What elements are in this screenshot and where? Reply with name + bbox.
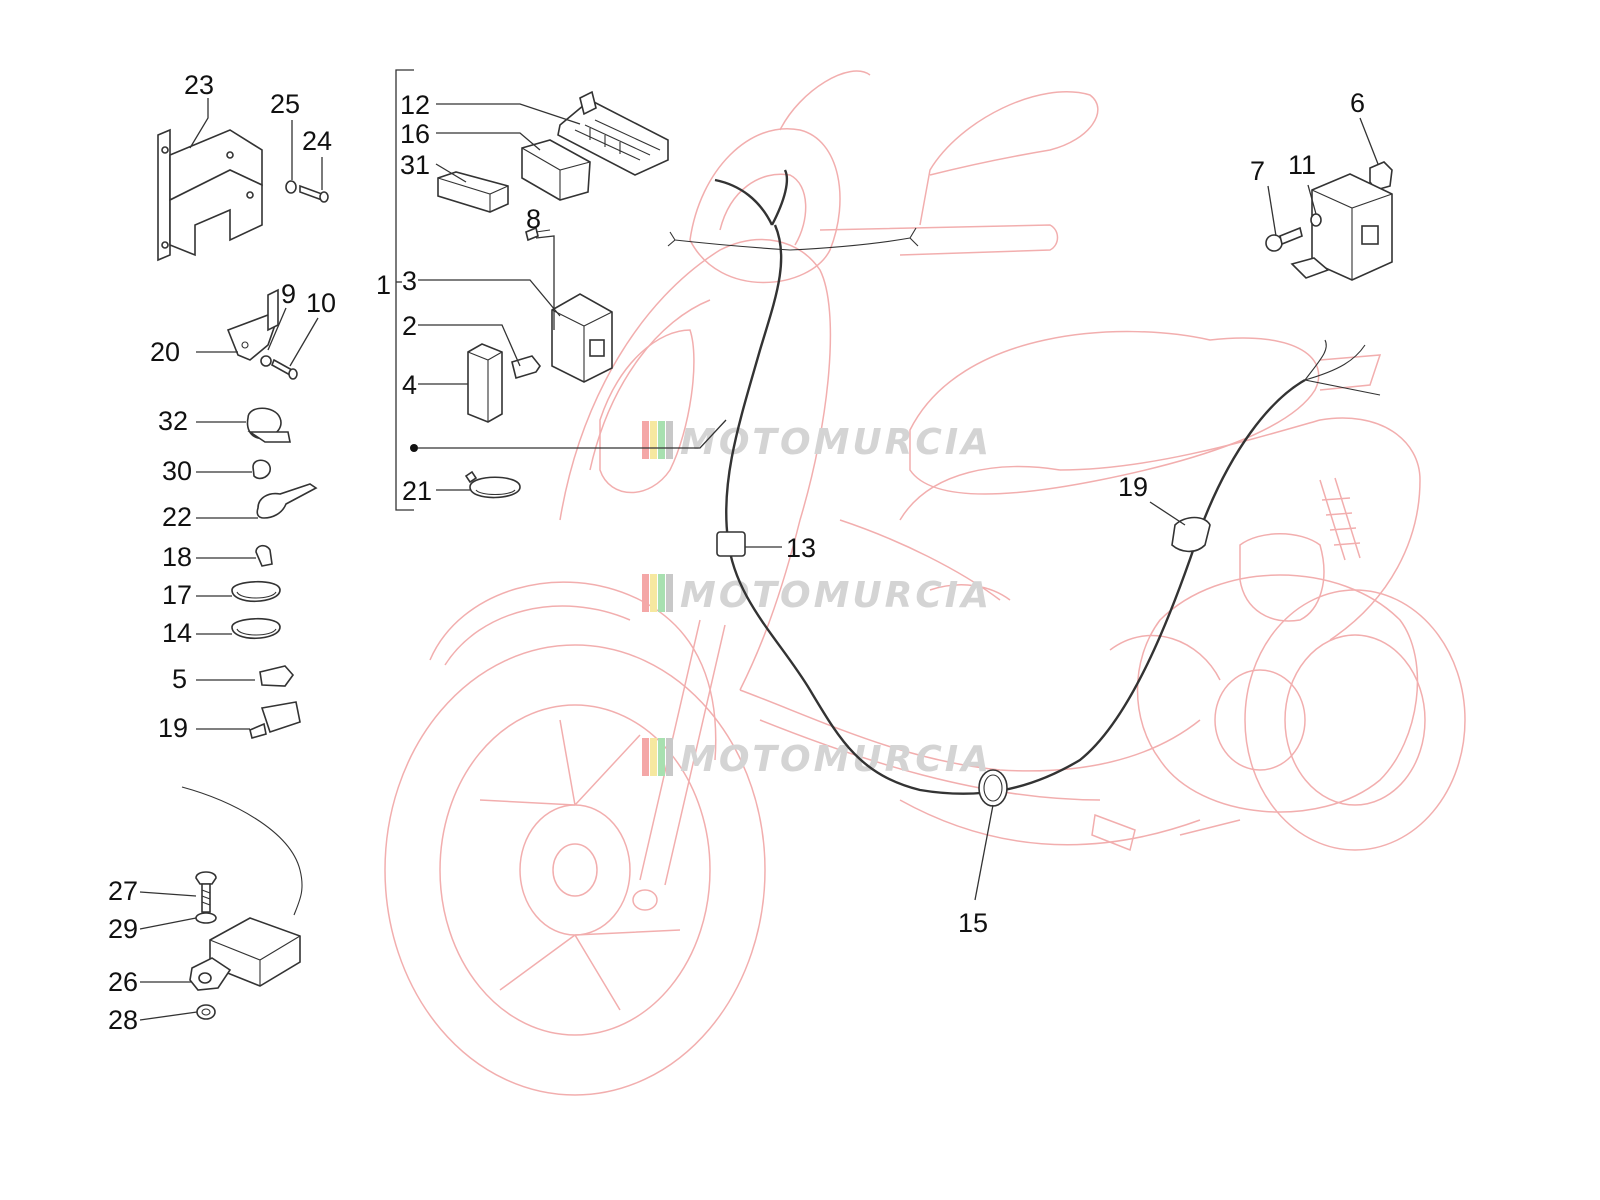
- part-2-connector: [511, 355, 541, 380]
- watermark-top: MOTOMURCIA: [642, 421, 992, 463]
- callout-11: 11: [1288, 150, 1316, 180]
- watermark-text: MOTOMURCIA: [680, 739, 992, 780]
- callout-23: 23: [184, 70, 214, 100]
- callout-1: 1: [376, 270, 391, 300]
- callout-19-left: 19: [158, 713, 188, 743]
- part-24-bolt: [299, 184, 329, 203]
- part-21-cable-tie: [464, 470, 521, 499]
- part-3-control-unit: [551, 293, 613, 383]
- callout-26: 26: [108, 967, 138, 997]
- part-9-washer: [260, 355, 272, 367]
- callout-7: 7: [1250, 156, 1265, 186]
- part-27-bolt: [195, 871, 217, 913]
- part-5-clip: [259, 665, 295, 687]
- part-8-screw: [525, 226, 551, 242]
- callout-9: 9: [281, 279, 296, 309]
- part-25-washer: [285, 180, 297, 194]
- leader-lines: [139, 98, 1379, 1021]
- part-12-fuse-box: [557, 90, 669, 176]
- callout-12: 12: [400, 90, 430, 120]
- callout-labels: 23 25 24 9 10 20 32 30 22 18 17 14 5 19 …: [108, 70, 1365, 1035]
- callout-22: 22: [162, 502, 192, 532]
- part-32-clamp: [246, 407, 291, 443]
- callout-8: 8: [526, 204, 541, 234]
- part-11-washer: [1310, 213, 1322, 227]
- callout-30: 30: [162, 456, 192, 486]
- callout-14: 14: [162, 618, 192, 648]
- part-6-box: [1311, 173, 1393, 281]
- watermark-middle: MOTOMURCIA: [642, 574, 992, 616]
- part-30-clip: [252, 459, 271, 480]
- callout-24: 24: [302, 126, 332, 156]
- part-28-nut: [196, 1004, 216, 1020]
- callout-3: 3: [402, 266, 417, 296]
- part-14-cable-tie: [231, 617, 281, 639]
- callout-13: 13: [786, 533, 816, 563]
- callout-27: 27: [108, 876, 138, 906]
- callout-15: 15: [958, 908, 988, 938]
- watermark-bottom: MOTOMURCIA: [642, 738, 992, 780]
- sensor-cable: [181, 786, 303, 916]
- part-16-fuse: [521, 139, 591, 201]
- callout-28: 28: [108, 1005, 138, 1035]
- callout-2: 2: [402, 311, 417, 341]
- part-19-connector: [249, 701, 301, 739]
- part-20-bracket: [226, 288, 279, 361]
- part-6-plug: [1290, 257, 1330, 279]
- part-23-bracket: [157, 128, 263, 262]
- callout-31: 31: [400, 150, 430, 180]
- callout-25: 25: [270, 89, 300, 119]
- callout-21: 21: [402, 476, 432, 506]
- part-22-cable-holder: [256, 483, 318, 519]
- callout-32: 32: [158, 406, 188, 436]
- part-4-relay: [467, 343, 503, 423]
- part-18-clip: [255, 544, 273, 567]
- group-1-bracket: [395, 69, 418, 511]
- part-10-bolt: [270, 358, 298, 380]
- callout-20: 20: [150, 337, 180, 367]
- part-6-clip: [1369, 161, 1393, 191]
- callout-29: 29: [108, 914, 138, 944]
- callout-6: 6: [1350, 88, 1365, 118]
- callout-10: 10: [306, 288, 336, 318]
- main-harness: [667, 169, 1381, 807]
- part-29-washer: [195, 912, 217, 924]
- scooter-outline: [384, 70, 1466, 1096]
- callout-16: 16: [400, 119, 430, 149]
- callout-19-right: 19: [1118, 472, 1148, 502]
- part-17-cable-tie: [231, 580, 281, 602]
- part-26-sensor: [189, 917, 301, 991]
- callout-18: 18: [162, 542, 192, 572]
- callout-4: 4: [402, 370, 417, 400]
- part-7-screw: [1265, 226, 1303, 252]
- callout-5: 5: [172, 664, 187, 694]
- watermark-text: MOTOMURCIA: [680, 575, 992, 616]
- part-31-fuse: [437, 171, 509, 213]
- callout-17: 17: [162, 580, 192, 610]
- watermark-text: MOTOMURCIA: [680, 422, 992, 463]
